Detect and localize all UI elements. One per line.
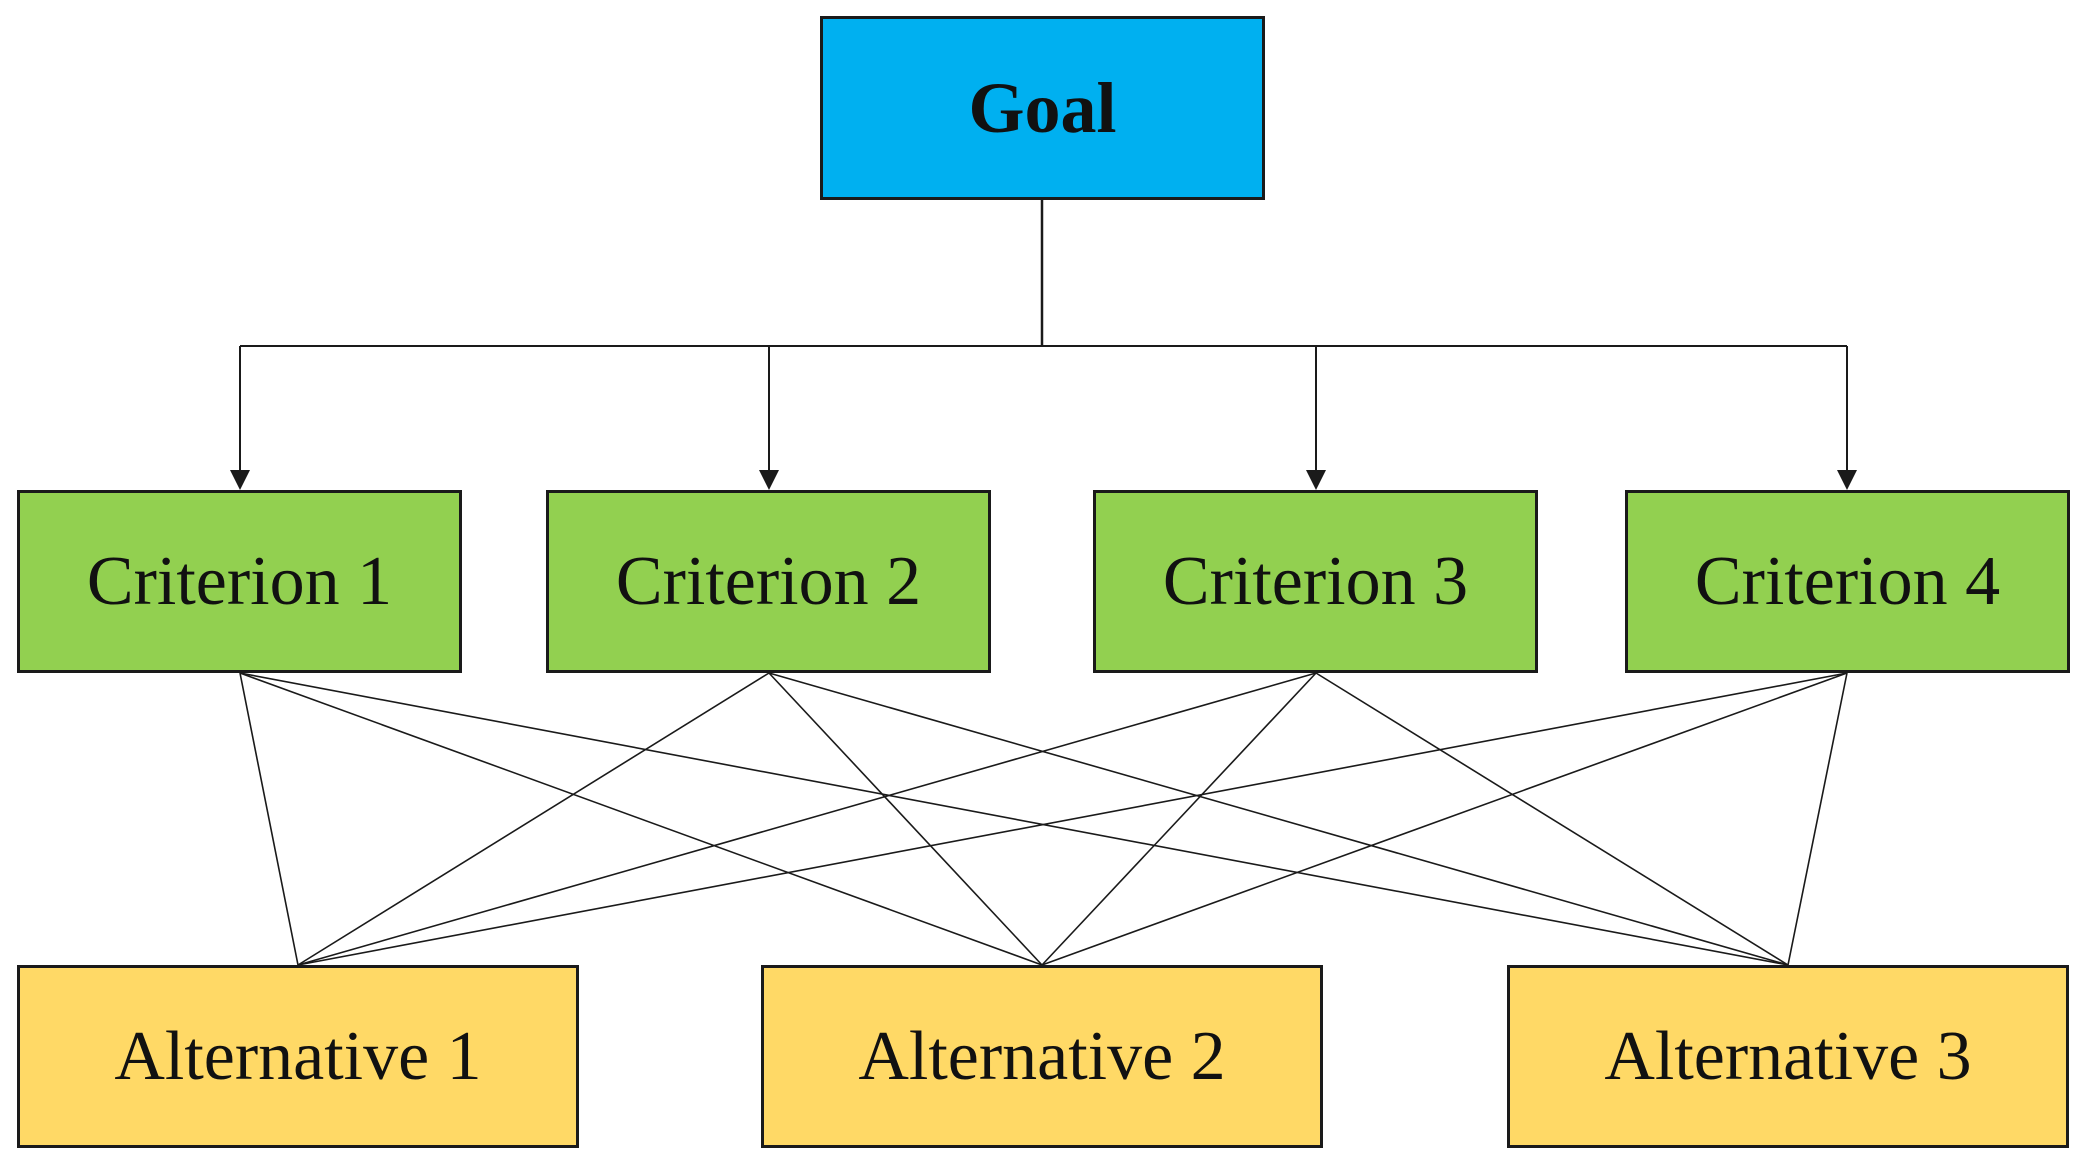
alternative-node-3: Alternative 3 [1507,965,2069,1148]
goal-label: Goal [968,67,1117,148]
criterion-label: Criterion 2 [615,542,922,620]
link-c4-a3 [1787,672,1848,966]
link-c4-a2 [1041,672,1848,966]
criterion-label: Criterion 3 [1162,542,1469,620]
alternative-label: Alternative 2 [858,1017,1226,1095]
alternative-node-2: Alternative 2 [761,965,1323,1148]
criterion-node-2: Criterion 2 [546,490,991,673]
criterion-alternative-links [239,672,1848,966]
link-c1-a3 [239,672,1789,966]
link-c3-a1 [297,672,1317,966]
link-c3-a3 [1315,672,1789,966]
link-c3-a2 [1041,672,1317,966]
link-c1-a1 [239,672,299,966]
link-c2-a1 [297,672,770,966]
goal-node: Goal [820,16,1265,200]
criterion-label: Criterion 1 [86,542,393,620]
criterion-node-1: Criterion 1 [17,490,462,673]
alternative-node-1: Alternative 1 [17,965,579,1148]
criterion-node-4: Criterion 4 [1625,490,2070,673]
link-c1-a2 [239,672,1043,966]
alternative-label: Alternative 1 [114,1017,482,1095]
criterion-label: Criterion 4 [1694,542,2001,620]
criterion-node-3: Criterion 3 [1093,490,1538,673]
link-c2-a2 [768,672,1043,966]
alternative-label: Alternative 3 [1604,1017,1972,1095]
link-c2-a3 [768,672,1789,966]
link-c4-a1 [297,672,1848,966]
